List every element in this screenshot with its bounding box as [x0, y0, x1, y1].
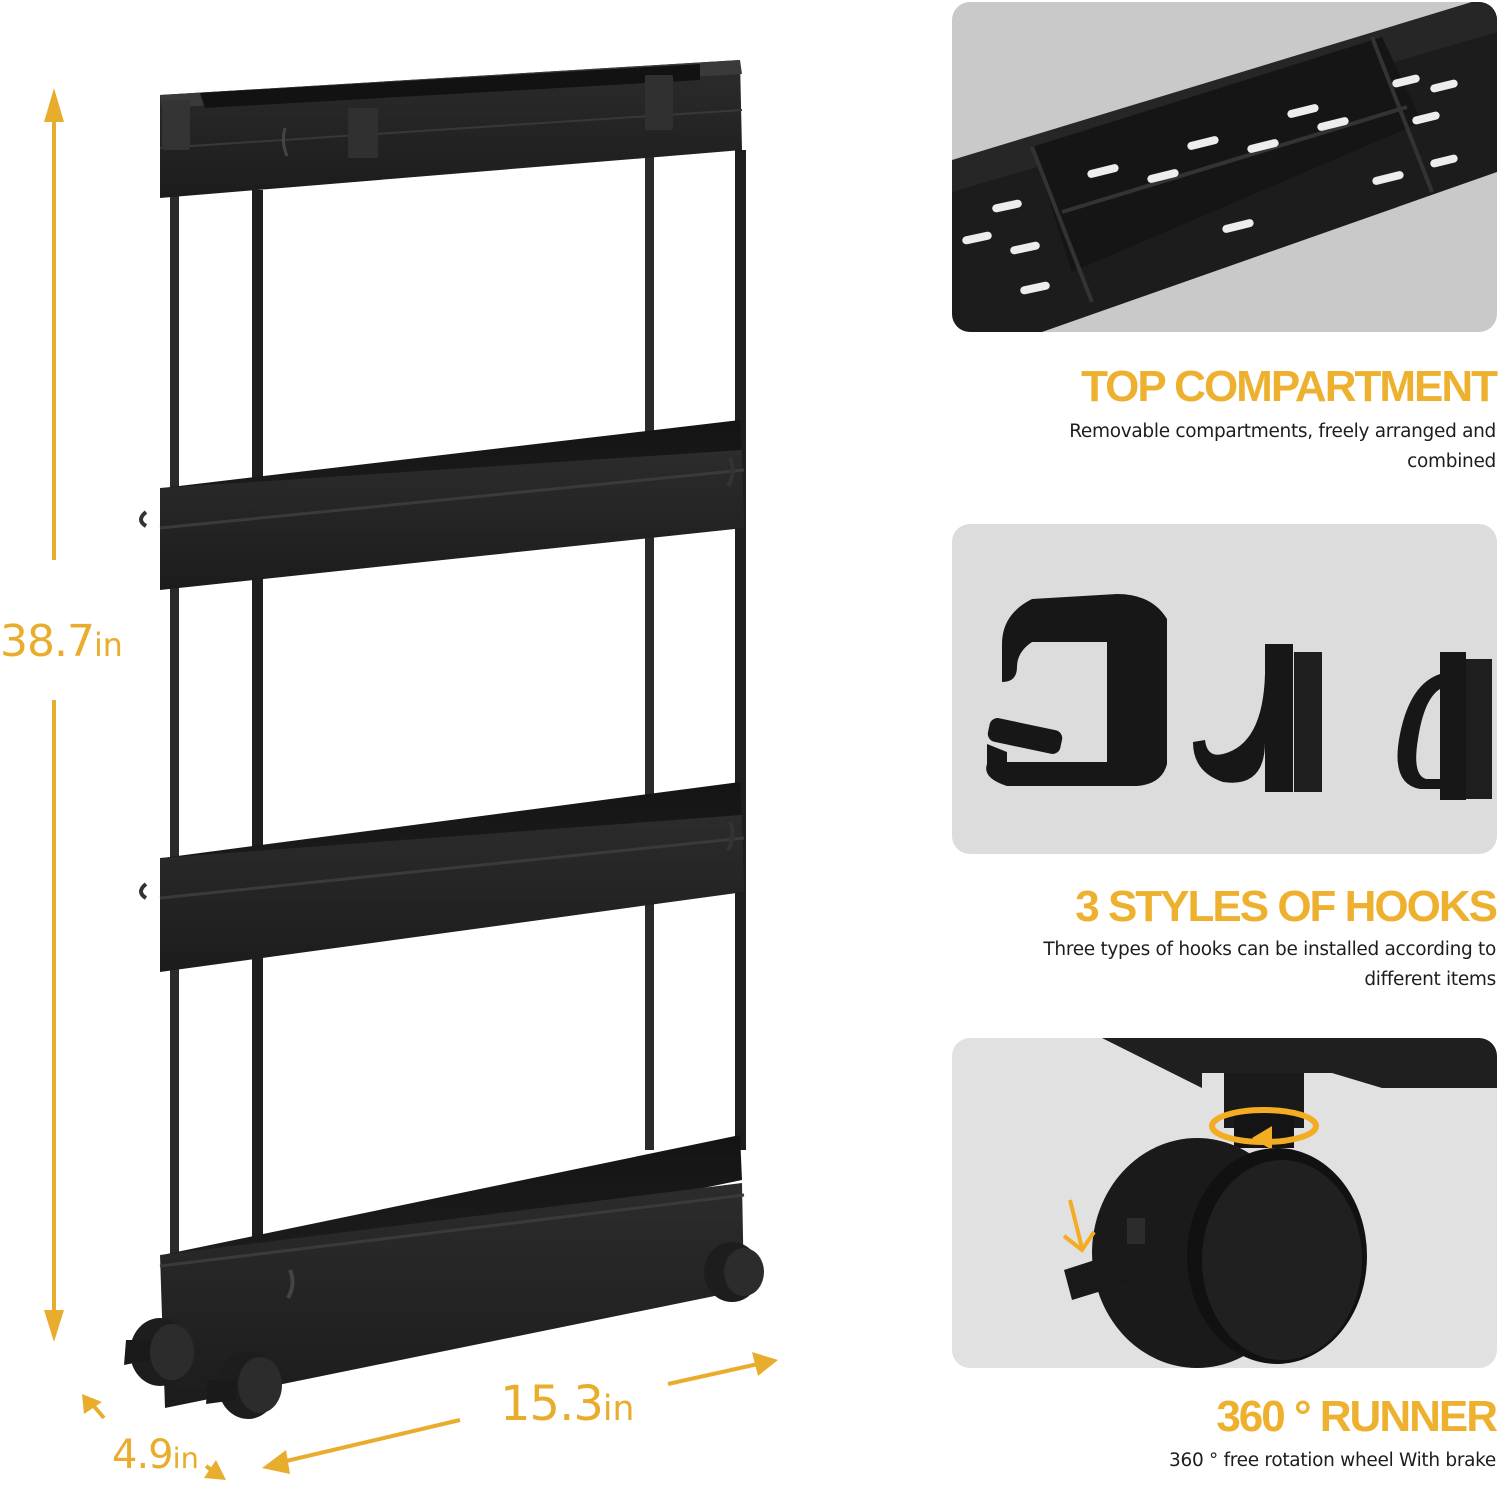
height-value: 38.7 — [0, 616, 95, 667]
feature-title-runner: 360 ° RUNNER — [1216, 1392, 1498, 1441]
top-compartment-photo — [952, 2, 1497, 332]
tier-top — [159, 60, 743, 198]
depth-arrow-icon — [82, 1394, 226, 1480]
j-hook-icon — [1193, 644, 1322, 792]
hook-icon — [139, 510, 148, 528]
height-dimension-label: 38.7in — [0, 616, 123, 667]
feature-desc-runner: 360 ° free rotation wheel With brake — [1169, 1450, 1496, 1471]
depth-value: 4.9 — [112, 1432, 174, 1478]
feature-desc-top-compartment: Removable compartments, freely arranged … — [1069, 421, 1496, 472]
product-cart-image — [44, 60, 778, 1480]
height-unit: in — [93, 628, 123, 664]
depth-dimension-label: 4.9in — [112, 1432, 199, 1478]
caster-wheel-photo — [952, 1038, 1497, 1368]
width-unit: in — [602, 1389, 635, 1429]
tier-second — [139, 420, 745, 590]
tier-bottom — [159, 1135, 745, 1408]
hooks-photo — [952, 524, 1497, 854]
wheel-icon — [124, 1242, 764, 1419]
s-hook-icon — [1397, 652, 1492, 800]
feature-title-hooks: 3 STYLES OF HOOKS — [1075, 882, 1498, 931]
width-arrow-icon — [262, 1352, 778, 1474]
hook-icon — [139, 882, 148, 900]
brake-arrow-icon — [1062, 1199, 1096, 1253]
clip-hook-icon — [986, 594, 1167, 786]
feature-desc-hooks: Three types of hooks can be installed ac… — [1043, 939, 1496, 990]
height-arrow-icon — [44, 88, 64, 1342]
depth-unit: in — [172, 1441, 199, 1475]
tier-third — [139, 782, 745, 972]
feature-title-top-compartment: TOP COMPARTMENT — [1081, 362, 1498, 411]
width-value: 15.3 — [500, 1376, 604, 1432]
width-dimension-label: 15.3in — [500, 1376, 634, 1432]
slot-holes — [962, 74, 1458, 295]
